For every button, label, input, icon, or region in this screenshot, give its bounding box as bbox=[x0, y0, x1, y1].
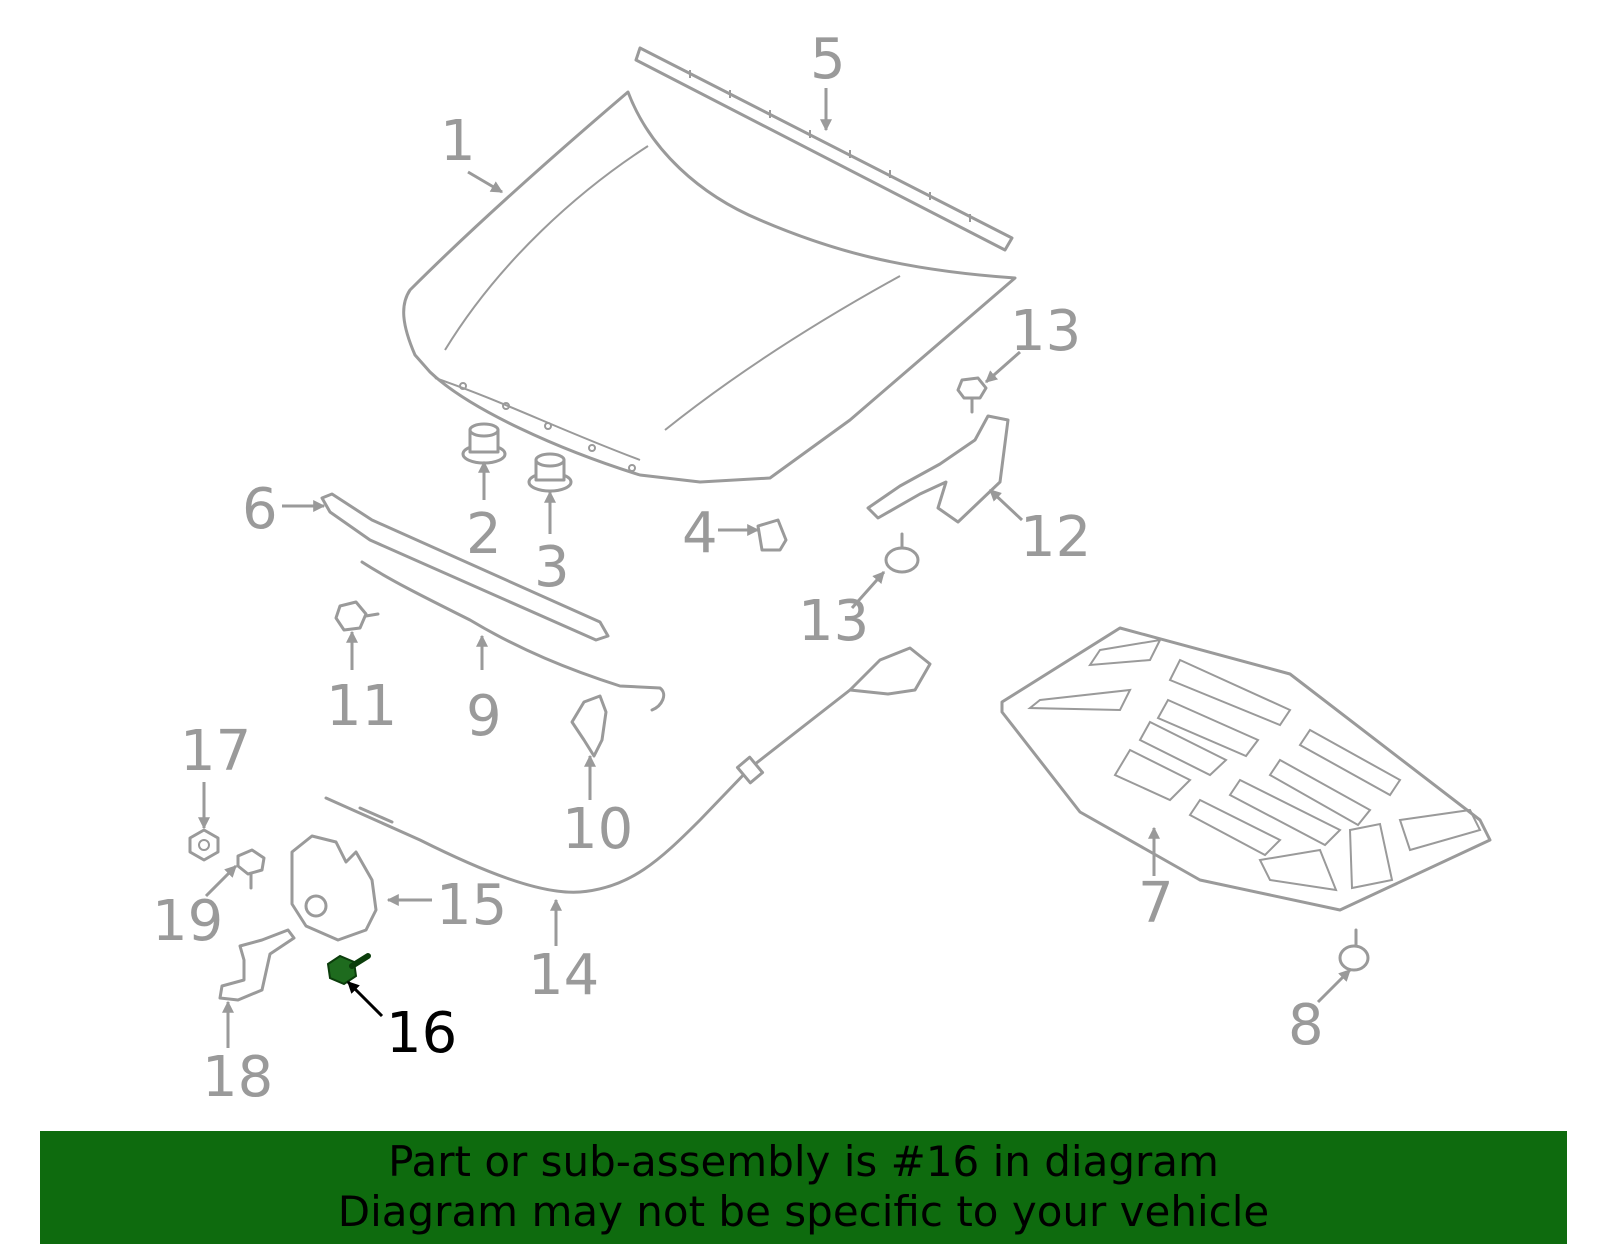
hood-prop-rod bbox=[360, 560, 666, 712]
callout-9: 9 bbox=[466, 684, 502, 749]
hood-bumper-3 bbox=[527, 452, 573, 493]
callout-6: 6 bbox=[242, 477, 278, 542]
callout-17: 17 bbox=[180, 719, 251, 784]
hinge-bolt-lower bbox=[884, 532, 920, 574]
callout-8: 8 bbox=[1288, 993, 1324, 1058]
bolt-part-19 bbox=[236, 848, 266, 890]
callout-2: 2 bbox=[466, 502, 502, 567]
callout-18: 18 bbox=[202, 1045, 273, 1110]
callout-4: 4 bbox=[682, 501, 718, 566]
callout-11: 11 bbox=[326, 674, 397, 739]
callout-14: 14 bbox=[528, 943, 599, 1008]
clip-part-4 bbox=[756, 518, 788, 552]
hood-hinge bbox=[866, 414, 1010, 524]
release-cable bbox=[324, 646, 932, 894]
callout-7: 7 bbox=[1138, 871, 1174, 936]
callout-12: 12 bbox=[1020, 505, 1091, 570]
callout-13-lower: 13 bbox=[798, 589, 869, 654]
insulator-clip bbox=[1338, 928, 1370, 972]
hood-panel bbox=[402, 90, 1017, 484]
hood-latch bbox=[290, 834, 378, 942]
callout-10: 10 bbox=[562, 797, 633, 862]
grommet-part-10 bbox=[570, 694, 608, 758]
banner-line-part: Part or sub-assembly is #16 in diagram bbox=[388, 1137, 1219, 1186]
callout-1: 1 bbox=[440, 109, 476, 174]
callout-13-upper: 13 bbox=[1010, 299, 1081, 364]
callout-15: 15 bbox=[436, 873, 507, 938]
banner-line-disclaimer: Diagram may not be specific to your vehi… bbox=[337, 1187, 1270, 1236]
callout-16-highlighted: 16 bbox=[386, 1001, 457, 1066]
hinge-bolt-upper bbox=[956, 376, 988, 414]
callout-3: 3 bbox=[534, 535, 570, 600]
highlighted-bolt-part-16 bbox=[326, 953, 371, 986]
callout-5: 5 bbox=[810, 27, 846, 92]
nut-part-17 bbox=[188, 828, 220, 862]
parts-diagram: 1 5 2 3 4 6 9 11 10 12 13 13 7 8 14 15 1… bbox=[152, 27, 1492, 1110]
hood-bumper-2 bbox=[461, 422, 507, 465]
bolt-part-11 bbox=[334, 600, 380, 632]
info-banner: Part or sub-assembly is #16 in diagram D… bbox=[40, 1131, 1567, 1244]
seal-strip bbox=[320, 492, 610, 642]
latch-bracket bbox=[218, 928, 296, 1002]
hood-insulator bbox=[1000, 626, 1492, 912]
callout-arrows bbox=[198, 88, 1352, 1048]
callout-19: 19 bbox=[152, 889, 223, 954]
hood-weatherstrip bbox=[634, 46, 1014, 252]
